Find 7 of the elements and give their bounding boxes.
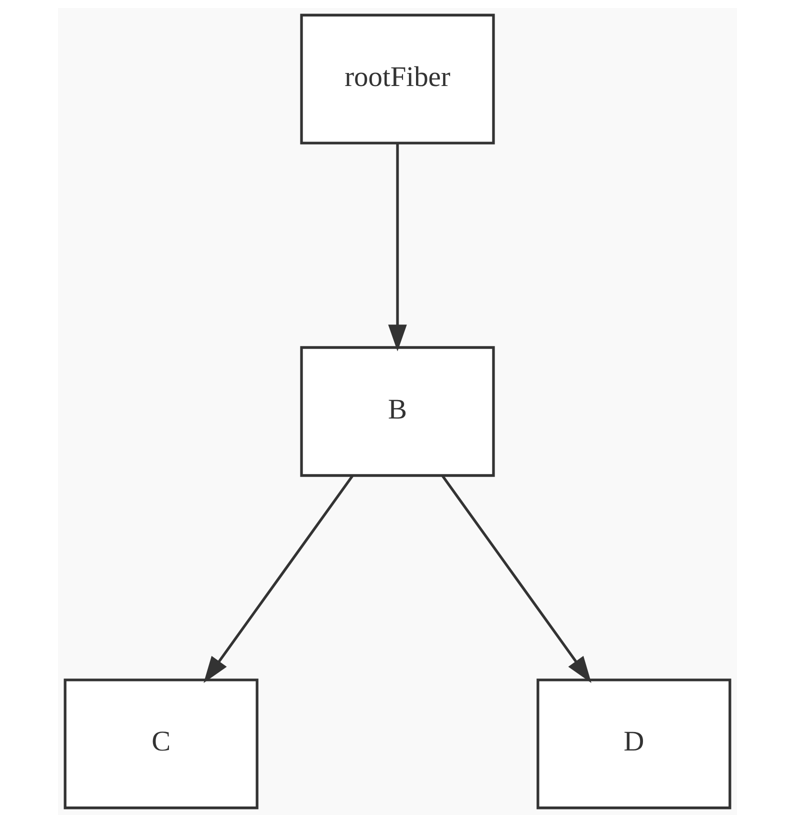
arrow [441,475,592,683]
node-box: B [300,346,495,477]
node-box: D [536,678,732,810]
arrow [204,475,354,683]
node-box: rootFiber [300,14,495,144]
node-box: C [64,678,258,810]
arrow [388,144,407,352]
